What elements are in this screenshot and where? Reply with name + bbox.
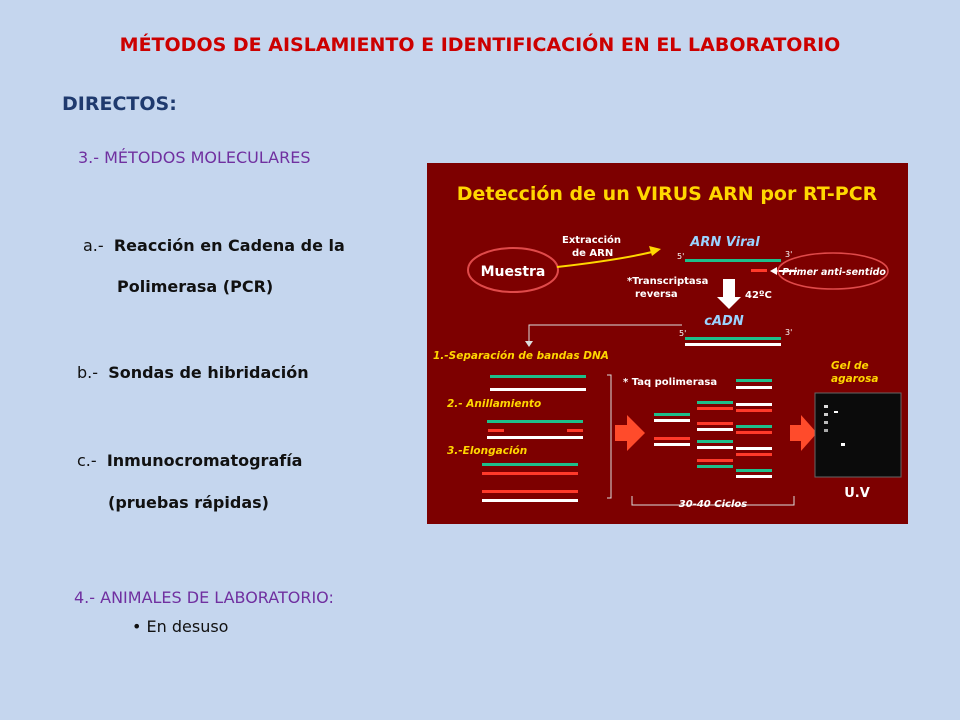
cadn-3prime: 3': [785, 328, 792, 337]
extraccion-line2: de ARN: [572, 248, 613, 259]
sec4-bullet: • En desuso: [132, 617, 229, 636]
sec3-heading: 3.- MÉTODOS MOLECULARES: [78, 148, 311, 167]
step-1-label: 1.-Separación de bandas DNA: [433, 350, 609, 362]
step1-strand-green: [490, 375, 586, 378]
extraccion-line1: Extracción: [562, 234, 621, 246]
section-heading: DIRECTOS:: [62, 93, 177, 115]
primer-arrowhead: [770, 267, 777, 275]
cycle-arrow-2: [790, 415, 817, 451]
step3-strand-white: [482, 499, 578, 502]
cadn-5prime: 5': [679, 329, 686, 338]
sec4-bullet-text: En desuso: [146, 617, 229, 636]
item-b-text: Sondas de hibridación: [108, 363, 309, 382]
temp-arrow: [717, 279, 741, 309]
rt-pcr-figure: Detección de un VIRUS ARN por RT-PCR Mue…: [427, 163, 908, 524]
connector-line: [528, 324, 682, 341]
item-b: b.- Sondas de hibridación: [77, 363, 309, 382]
step2-primer-2: [567, 429, 583, 432]
step1-strand-white: [490, 388, 586, 391]
primer-strand: [751, 269, 767, 272]
extraction-arrowhead: [649, 246, 661, 256]
item-a-text: Reacción en Cadena de la: [113, 236, 345, 255]
step3-strand-green: [482, 463, 578, 466]
item-c-line2: (pruebas rápidas): [108, 493, 269, 512]
step-3-label: 3.-Elongación: [447, 445, 527, 457]
step2-strand-green: [487, 420, 583, 423]
primer-oval: [777, 252, 889, 290]
cycles-label: 30-40 Ciclos: [679, 499, 747, 510]
gel-bands: [824, 405, 845, 446]
cycle-arrow-1: [615, 415, 645, 451]
cadn-strand-2: [685, 343, 781, 346]
step2-primer-1: [488, 429, 504, 432]
muestra-label: Muestra: [481, 264, 546, 280]
transcriptasa-line1: *Transcriptasa: [627, 276, 708, 287]
taq-label: * Taq polimerasa: [623, 377, 717, 388]
sec4-heading: 4.- ANIMALES DE LABORATORIO:: [74, 588, 334, 607]
step3-strand-red-1: [482, 472, 578, 475]
step3-strand-red-2: [482, 490, 578, 493]
transcriptasa-line2: reversa: [635, 289, 678, 300]
step-2-label: 2.- Anillamiento: [447, 398, 541, 410]
connector-arrowhead: [525, 341, 533, 347]
gel-image: [814, 392, 902, 478]
item-c: c.- Inmunocromatografía: [77, 451, 302, 470]
extraction-arrow: [556, 251, 653, 268]
item-a-text-2: Polimerasa (PCR): [117, 277, 274, 296]
muestra-oval: [467, 247, 559, 293]
steps-bracket: [607, 374, 612, 499]
temp-label: 42ºC: [745, 290, 772, 301]
arn-viral-label: ARN Viral: [689, 235, 760, 250]
arn-5prime: 5': [677, 252, 684, 261]
arn-strand: [685, 259, 781, 262]
step2-strand-white: [487, 436, 583, 439]
slide-title: MÉTODOS DE AISLAMIENTO E IDENTIFICACIÓN …: [119, 34, 841, 56]
item-a: a.- Reacción en Cadena de la: [83, 236, 345, 255]
cycles-bracket: [631, 496, 795, 506]
rt-pcr-diagram: Detección de un VIRUS ARN por RT-PCR Mue…: [433, 183, 902, 510]
item-c-text-2: (pruebas rápidas): [108, 493, 269, 512]
item-a-prefix: a.-: [83, 236, 104, 255]
primer-label: Primer anti-sentido: [782, 267, 886, 278]
cadn-label: cADN: [704, 314, 744, 329]
amplified-products: [654, 379, 772, 478]
item-c-text: Inmunocromatografía: [106, 451, 303, 470]
uv-label: U.V: [844, 486, 870, 501]
item-c-prefix: c.-: [77, 451, 97, 470]
figure-title: Detección de un VIRUS ARN por RT-PCR: [457, 183, 878, 205]
gel-line1: Gel de: [831, 360, 869, 372]
cadn-strand-1: [685, 337, 781, 340]
arn-3prime: 3': [785, 250, 792, 259]
item-b-prefix: b.-: [77, 363, 99, 382]
item-a-line2: Polimerasa (PCR): [117, 277, 273, 296]
gel-line2: agarosa: [831, 373, 878, 385]
